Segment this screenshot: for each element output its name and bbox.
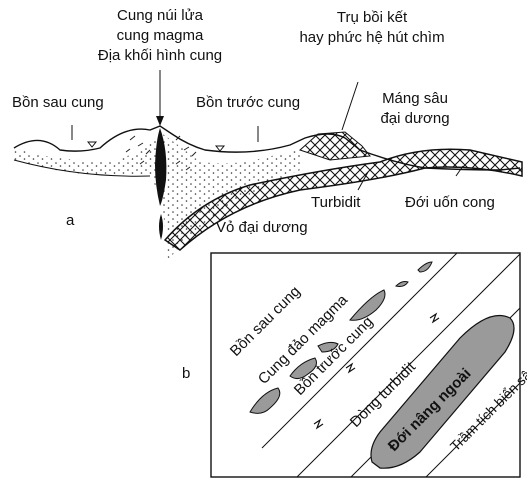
- panel-a: Cung núi lửa cung magma Địa khối hình cu…: [12, 7, 522, 260]
- label-outer-bend: Đới uốn cong: [405, 194, 495, 211]
- panel-b-letter: b: [182, 365, 190, 382]
- magma-lower: [159, 214, 163, 240]
- label-arc-line1: Cung núi lửa: [117, 7, 204, 24]
- label-prism-line2: hay phức hệ hút chìm: [299, 29, 444, 46]
- label-oceanic-crust: Vỏ đại dương: [216, 219, 308, 236]
- arc-pointer-head: [156, 116, 164, 126]
- panel-a-letter: a: [66, 212, 75, 229]
- label-prism-line1: Trụ bồi kết: [337, 9, 408, 26]
- label-turbidite: Turbidit: [311, 194, 361, 211]
- label-arc-line2: cung magma: [117, 27, 204, 44]
- label-arc-line3: Địa khối hình cung: [98, 47, 222, 64]
- panel-b: Bồn sau cung Cung đảo magma Bồn trước cu…: [182, 248, 527, 478]
- label-trench-line2: đại dương: [380, 110, 449, 127]
- label-back-arc: Bồn sau cung: [12, 94, 104, 111]
- prism-leader: [342, 82, 358, 130]
- label-fore-arc: Bồn trước cung: [196, 94, 300, 111]
- label-trench-line1: Máng sâu: [382, 90, 448, 107]
